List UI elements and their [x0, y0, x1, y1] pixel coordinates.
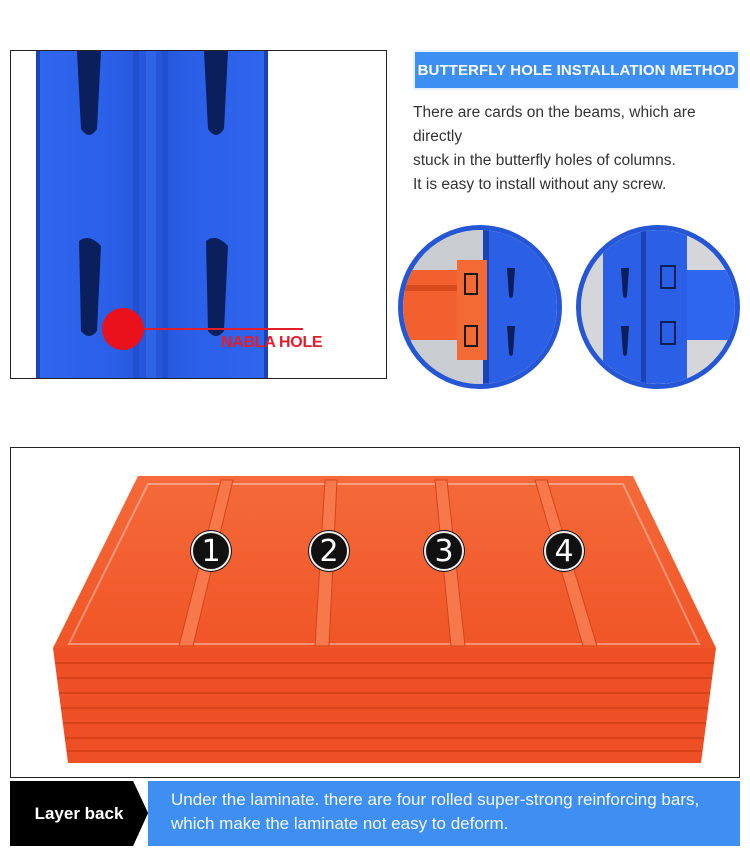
bar-marker-1: 1	[191, 531, 231, 571]
butterfly-line-2: stuck in the butterfly holes of columns.	[413, 152, 676, 169]
layer-back-line-2: which make the laminate not easy to defo…	[171, 814, 509, 833]
butterfly-line-3: It is easy to install without any screw.	[413, 176, 667, 193]
laminate-illustration	[53, 476, 716, 763]
tag-notch	[133, 781, 148, 846]
bar-marker-2: 2	[309, 531, 349, 571]
bar-marker-3: 3	[424, 531, 464, 571]
bar-marker-4: 4	[544, 531, 584, 571]
column-photo-panel	[10, 50, 387, 379]
butterfly-description: There are cards on the beams, which are …	[413, 101, 743, 197]
butterfly-title: BUTTERFLY HOLE INSTALLATION METHOD	[413, 50, 740, 90]
beam-attached-detail	[398, 225, 562, 389]
nabla-hole-label: NABLA HOLE	[221, 334, 323, 351]
laminate-photo-panel	[10, 447, 740, 778]
column-illustration	[36, 51, 303, 378]
layer-back-description: Under the laminate. there are four rolle…	[148, 781, 740, 846]
butterfly-line-1: There are cards on the beams, which are …	[413, 104, 696, 145]
layer-back-tag: Layer back	[10, 781, 148, 846]
column-slot-detail	[576, 225, 740, 389]
layer-back-line-1: Under the laminate. there are four rolle…	[171, 790, 700, 809]
